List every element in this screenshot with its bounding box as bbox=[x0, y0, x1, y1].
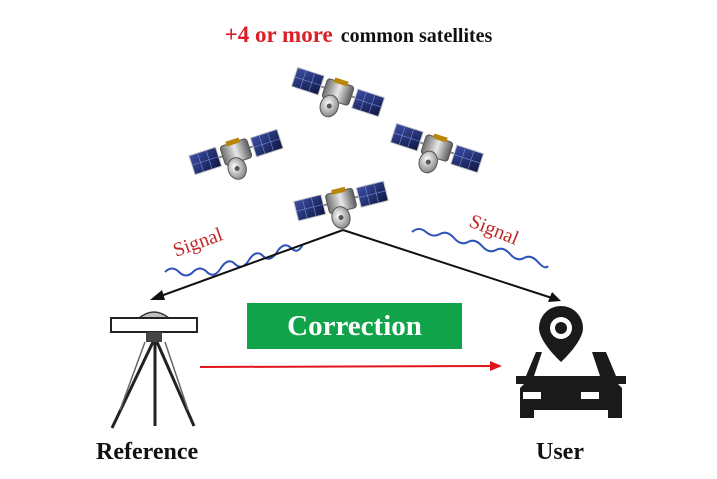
signal-wave-left bbox=[164, 243, 304, 277]
title-rest: common satellites bbox=[340, 25, 493, 47]
correction-arrow bbox=[199, 361, 502, 371]
signal-arrows bbox=[150, 229, 561, 302]
tripod-receiver-icon bbox=[110, 311, 198, 429]
satellite-icon bbox=[281, 63, 391, 135]
reference-label: Reference bbox=[96, 439, 199, 465]
satellite-icon bbox=[183, 123, 293, 195]
satellite-icon bbox=[380, 119, 490, 191]
diagram-title: +4 or more common satellites bbox=[0, 22, 717, 48]
correction-label: Correction bbox=[247, 303, 462, 349]
title-highlight: +4 or more bbox=[224, 22, 333, 47]
user-label: User bbox=[536, 439, 584, 465]
signal-label-right: Signal bbox=[466, 210, 522, 250]
signal-label-left: Signal bbox=[170, 223, 226, 261]
car-location-icon bbox=[516, 306, 626, 418]
signal-wave-right bbox=[411, 228, 549, 269]
